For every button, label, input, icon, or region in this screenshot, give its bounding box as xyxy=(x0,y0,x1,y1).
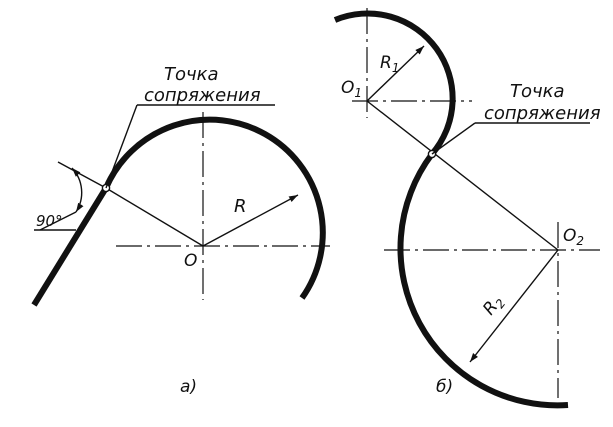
fig-a-angle-leader xyxy=(39,211,77,231)
figure-a: 90° Точка сопряжения R O а) xyxy=(31,64,330,397)
fig-b-radius2-label: R2 xyxy=(479,291,508,320)
fig-b-callout-line1: Точка xyxy=(510,81,565,102)
fig-a-extension-line xyxy=(57,161,107,189)
fig-b-callout-line2: сопряжения xyxy=(484,103,601,124)
fig-a-callout-line1: Точка xyxy=(164,64,219,85)
fig-a-angle-label: 90° xyxy=(36,212,63,230)
fig-a-tangent-line xyxy=(31,186,109,307)
fig-b-caption: б) xyxy=(436,377,453,397)
fig-b-radius1-arrow xyxy=(366,45,425,102)
fig-b-arc-1 xyxy=(333,10,456,156)
fig-b-arc-2 xyxy=(397,152,569,409)
fig-b-radius2-arrow xyxy=(469,249,559,363)
fig-b-radius1-label: R1 xyxy=(380,53,399,75)
fig-a-angle-arc xyxy=(71,167,84,213)
fig-b-center-line xyxy=(366,100,559,251)
figure-b: Точка сопряжения O1 R1 O2 R2 б) xyxy=(333,8,601,409)
fig-a-radius-arrow xyxy=(202,194,299,247)
fig-a-arc xyxy=(103,116,326,300)
fig-a-radius-label: R xyxy=(234,196,247,217)
fig-a-callout-line2: сопряжения xyxy=(144,85,261,106)
fig-a-callout-leader xyxy=(105,104,138,189)
fig-b-center1-label: O1 xyxy=(341,78,362,100)
fig-a-center-label: O xyxy=(184,251,197,271)
fig-a-caption: а) xyxy=(180,377,197,397)
fig-a-radius-to-tangent-point xyxy=(105,187,204,247)
fig-b-center2-label: O2 xyxy=(563,226,584,248)
fig-b-callout-leader xyxy=(431,122,476,155)
